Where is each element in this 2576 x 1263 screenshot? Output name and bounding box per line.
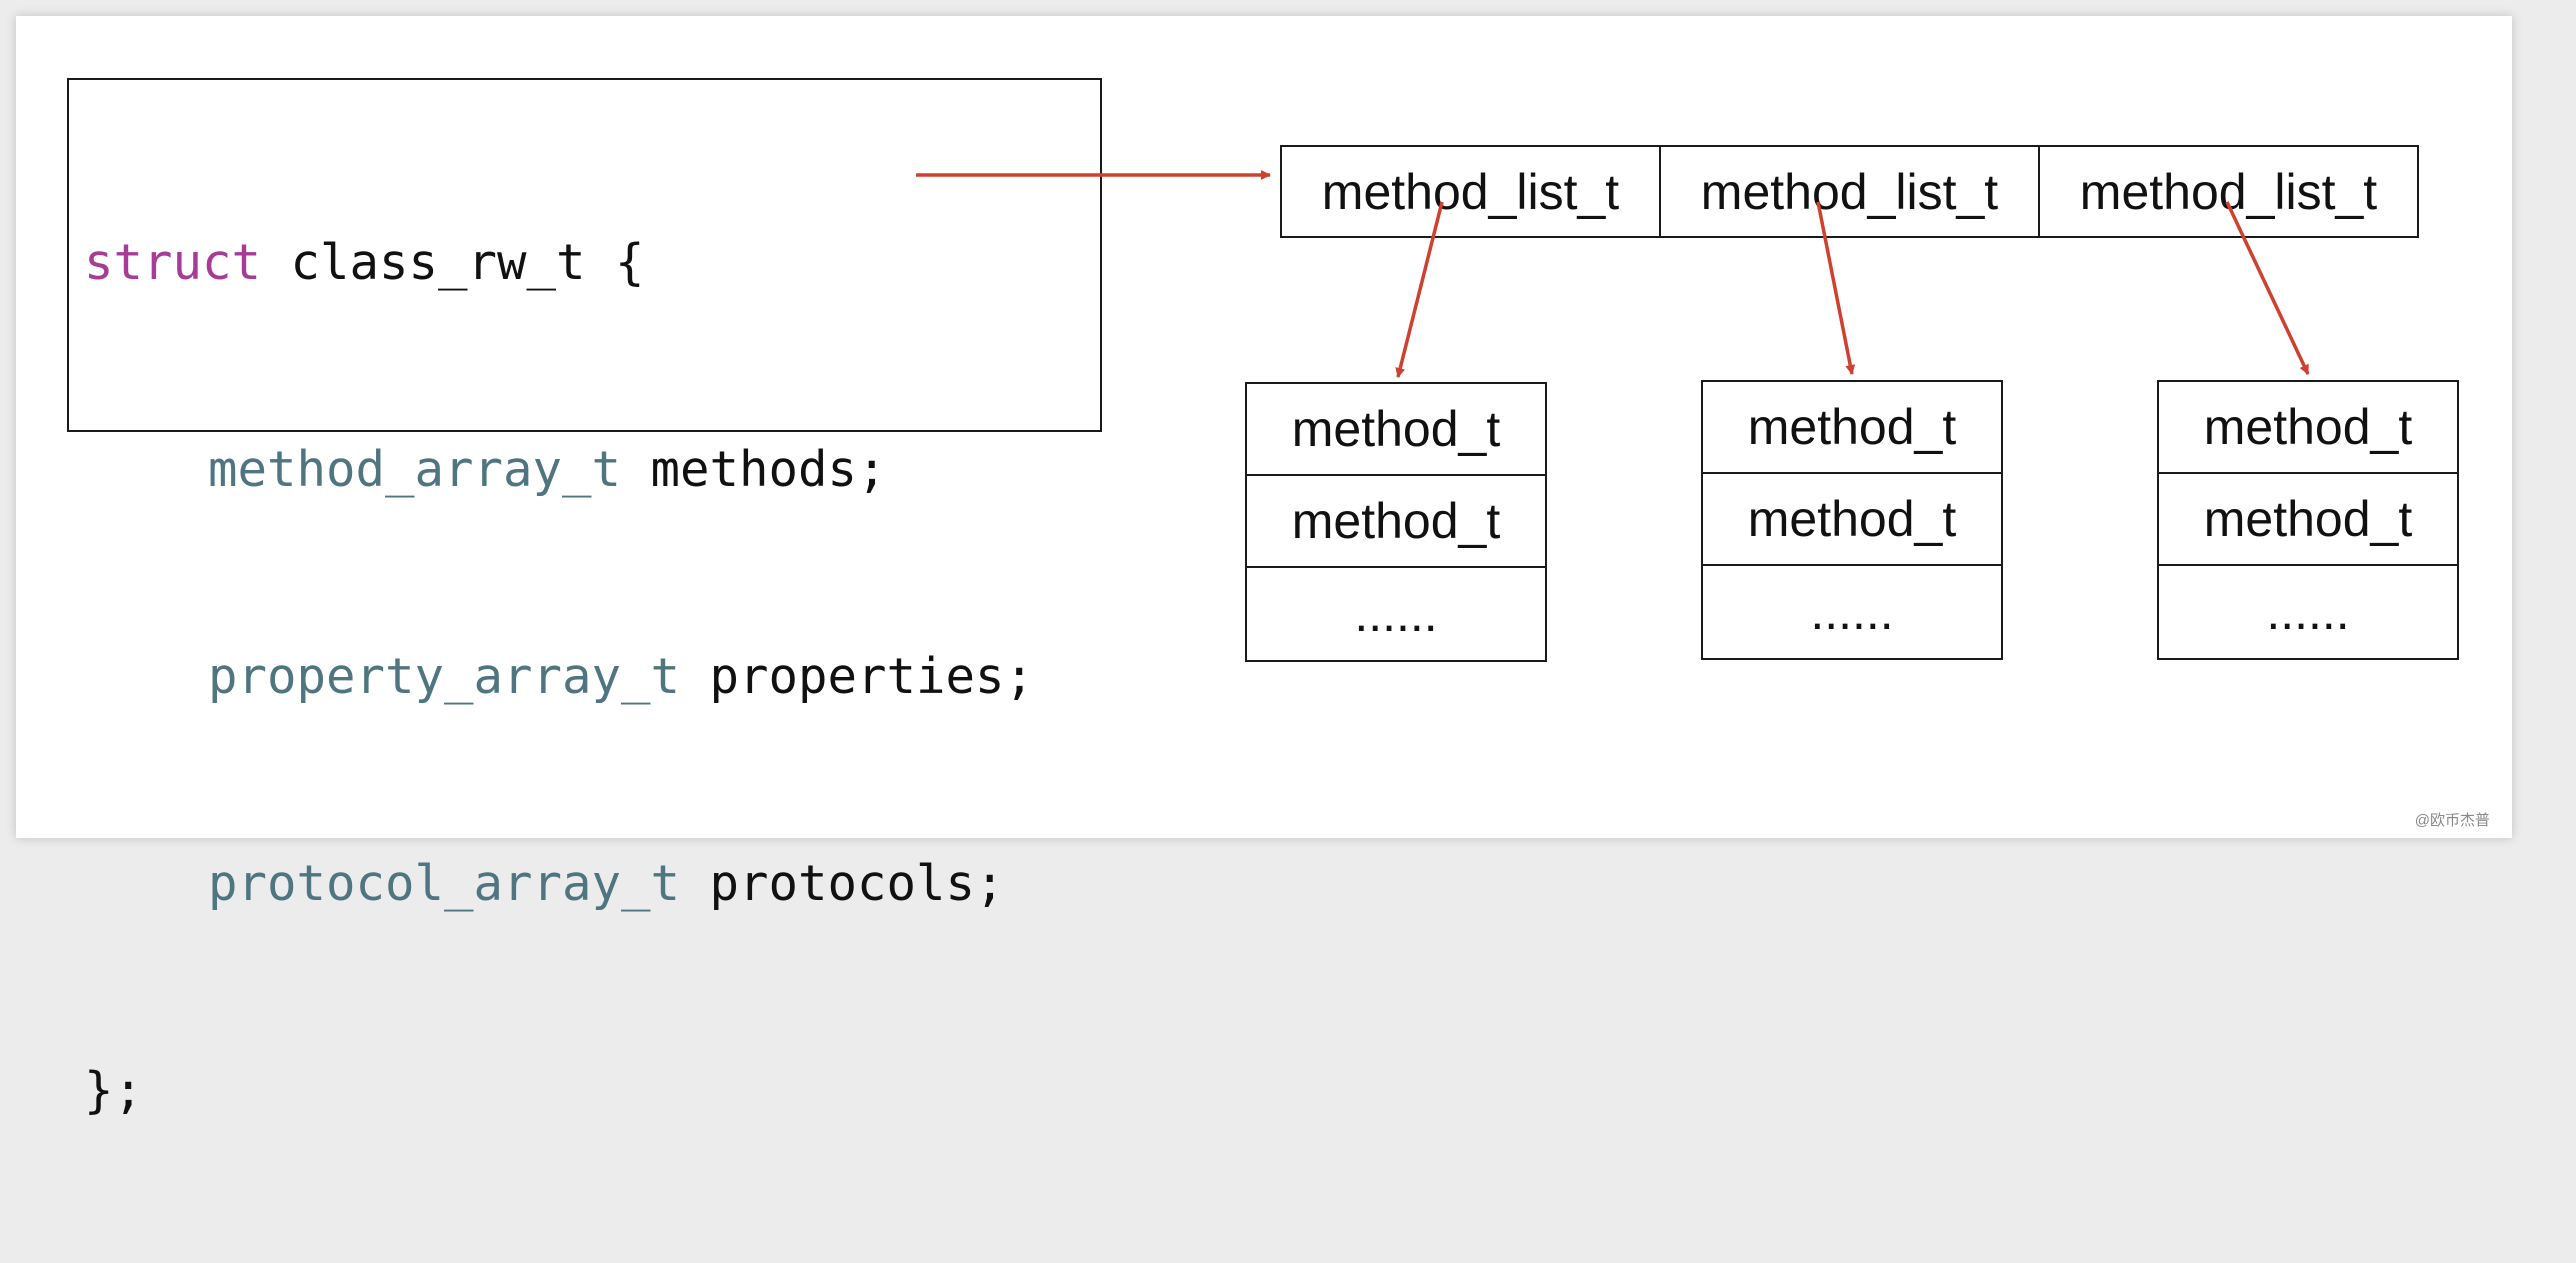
type-property-array: property_array_t	[208, 648, 681, 705]
diagram-canvas: struct class_rw_t { method_array_t metho…	[16, 16, 2512, 1119]
method-list-cell-2: method_list_t	[1659, 145, 2040, 238]
method-list-array: method_list_t method_list_t method_list_…	[1280, 145, 2419, 238]
watermark: @欧币杰普	[2414, 812, 2490, 829]
code-line-properties: property_array_t properties;	[84, 642, 1100, 711]
struct-name: class_rw_t {	[261, 234, 645, 291]
method-list-cell-3: method_list_t	[2038, 145, 2419, 238]
code-block: struct class_rw_t { method_array_t metho…	[67, 78, 1102, 1119]
method-list-3: method_t method_t ......	[2157, 380, 2459, 660]
field-protocols: protocols;	[680, 855, 1005, 912]
method-list-cell-1: method_list_t	[1280, 145, 1661, 238]
method-ellipsis: ......	[1810, 584, 1894, 640]
code-line-struct: struct class_rw_t {	[84, 228, 1100, 297]
method-list-2: method_t method_t ......	[1701, 380, 2003, 660]
method-entry: method_t	[1703, 474, 2001, 566]
field-methods: methods;	[621, 441, 887, 498]
keyword-struct: struct	[84, 234, 262, 291]
code-line-close: };	[84, 1062, 144, 1119]
type-protocol-array: protocol_array_t	[208, 855, 681, 912]
method-entry: method_t	[1247, 384, 1545, 476]
method-entry: method_t	[1703, 382, 2001, 474]
code-line-methods: method_array_t methods;	[84, 435, 1100, 504]
method-entry: method_t	[2159, 382, 2457, 474]
method-entry: method_t	[2159, 474, 2457, 566]
type-method-array: method_array_t	[208, 441, 622, 498]
field-properties: properties;	[680, 648, 1035, 705]
code-line-protocols: protocol_array_t protocols;	[84, 849, 1100, 918]
method-ellipsis: ......	[2266, 584, 2350, 640]
method-entry: method_t	[1247, 476, 1545, 568]
method-ellipsis: ......	[1354, 586, 1438, 642]
method-list-1: method_t method_t ......	[1245, 382, 1547, 662]
